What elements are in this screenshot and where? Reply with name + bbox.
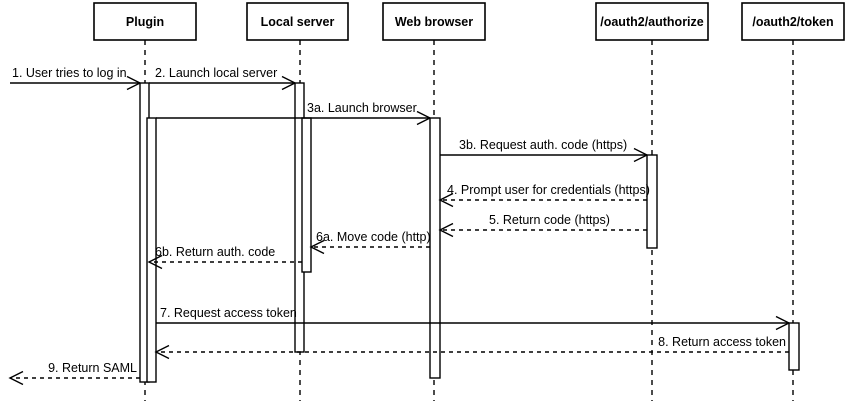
participant-label-token: /oauth2/token [752,15,833,29]
arrowhead-m3b [633,147,649,163]
participant-label-authorize: /oauth2/authorize [600,15,704,29]
arrowhead-m9 [8,370,24,386]
message-label-m3a: 3a. Launch browser [307,101,417,115]
message-m5: 5. Return code (https) [438,213,647,238]
activation-bar-token [788,322,800,371]
message-m8: 8. Return access token [154,335,789,360]
message-label-m7: 7. Request access token [160,306,297,320]
message-m1: 1. User tries to log in [10,66,142,91]
message-m6a: 6a. Move code (http) [309,230,431,255]
participant-label-localsrv: Local server [261,15,335,29]
message-m7: 7. Request access token [156,306,791,331]
message-label-m2: 2. Launch local server [155,66,277,80]
participant-box-browser[interactable] [382,2,486,41]
activation-bar-localsrv [301,117,312,273]
message-label-m9: 9. Return SAML [48,361,137,375]
participant-box-token[interactable] [741,2,845,41]
participant-localsrv[interactable]: Local server [246,2,349,41]
arrowhead-m2 [281,75,297,91]
message-label-m1: 1. User tries to log in [12,66,127,80]
arrowhead-m1 [126,75,142,91]
message-m2: 2. Launch local server [149,66,297,91]
message-m3b: 3b. Request auth. code (https) [440,138,649,163]
participant-label-browser: Web browser [395,15,473,29]
message-label-m4: 4. Prompt user for credentials (https) [447,183,650,197]
message-label-m6a: 6a. Move code (http) [316,230,431,244]
arrowhead-m7 [775,315,791,331]
message-m9: 9. Return SAML [8,361,140,386]
participant-header-layer: Plugin Local server Web browser/oauth2/aut… [93,2,845,41]
arrowhead-m8 [154,344,170,360]
message-label-m5: 5. Return code (https) [489,213,610,227]
activation-bar-authorize [646,154,658,249]
arrowhead-m5 [438,222,454,238]
participant-box-localsrv[interactable] [246,2,349,41]
participant-box-authorize[interactable] [595,2,709,41]
participant-plugin[interactable]: Plugin [93,2,197,41]
message-m3a: 3a. Launch browser [156,101,432,126]
message-label-m8: 8. Return access token [658,335,786,349]
participant-box-plugin[interactable] [93,2,197,41]
participant-label-plugin: Plugin [126,15,164,29]
message-m4: 4. Prompt user for credentials (https) [438,183,650,208]
message-label-m3b: 3b. Request auth. code (https) [459,138,627,152]
activation-bar-browser [429,117,441,379]
message-m6b: 6b. Return auth. code [147,245,302,270]
message-layer: 1. User tries to log in 2. Launch local s… [8,66,791,386]
arrowhead-m6b [147,254,163,270]
participant-token[interactable]: /oauth2/token [741,2,845,41]
message-label-m6b: 6b. Return auth. code [155,245,275,259]
participant-browser[interactable]: Web browser [382,2,486,41]
activation-bar-plugin [146,117,157,383]
arrowhead-m6a [309,239,325,255]
participant-authorize[interactable]: /oauth2/authorize [595,2,709,41]
arrowhead-m4 [438,192,454,208]
arrowhead-m3a [416,110,432,126]
